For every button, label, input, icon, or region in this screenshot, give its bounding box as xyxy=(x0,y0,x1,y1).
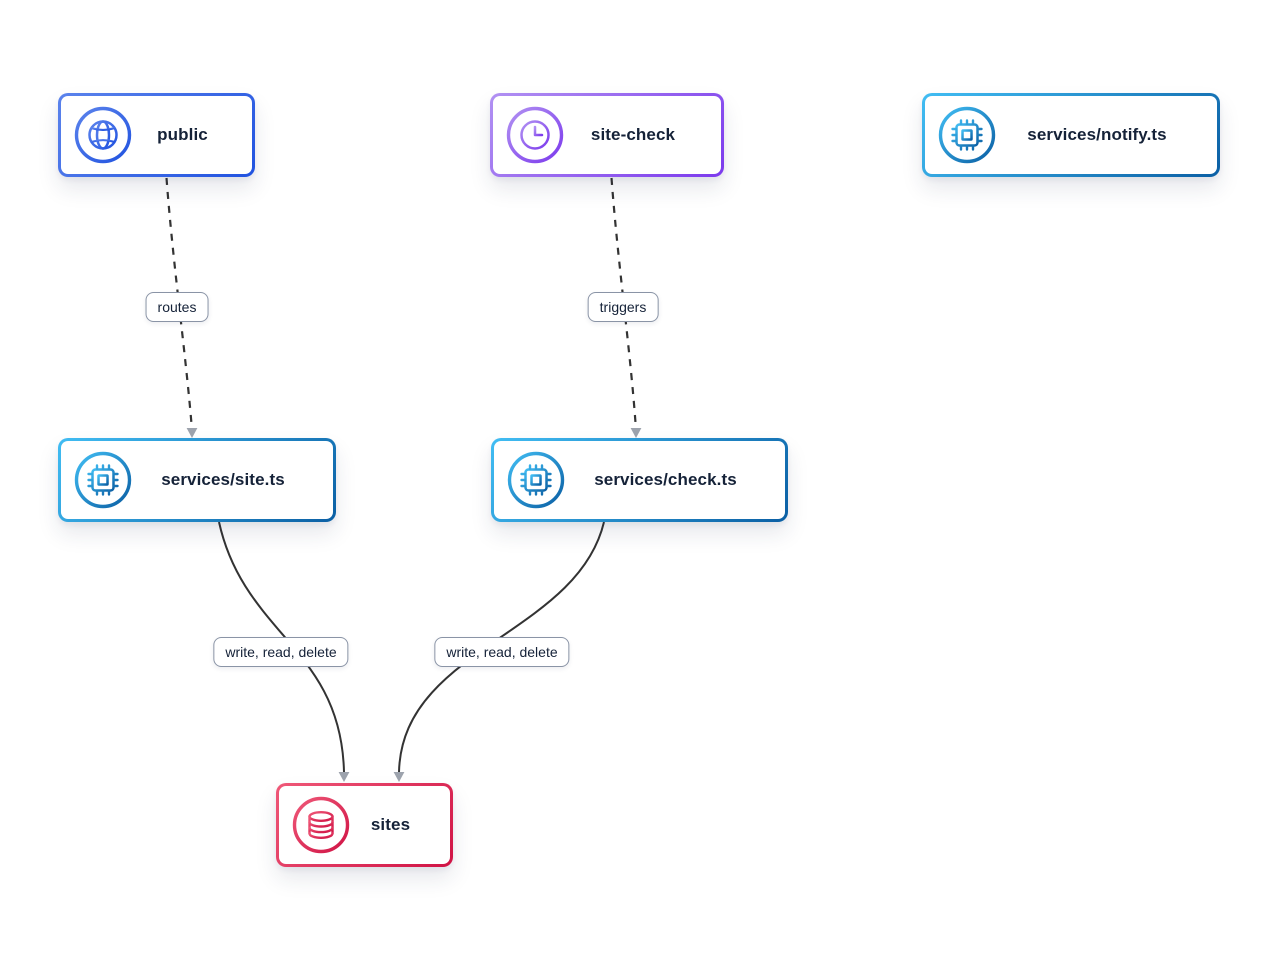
globe-icon xyxy=(73,105,133,165)
node-public: public xyxy=(58,93,255,177)
node-label: site-check xyxy=(590,125,676,144)
edge-label-write-read-delete: write, read, delete xyxy=(213,637,349,667)
node-label: services/notify.ts xyxy=(1027,125,1167,144)
edge-arrowhead xyxy=(630,428,642,438)
node-site-check: site-check xyxy=(490,93,724,177)
chip-icon xyxy=(937,105,997,165)
edge-label-write-read-delete: write, read, delete xyxy=(434,637,570,667)
edge-label-triggers: triggers xyxy=(587,292,659,322)
node-label: services/site.ts xyxy=(161,470,285,489)
edge-arrowhead xyxy=(393,772,405,782)
database-icon xyxy=(291,795,351,855)
node-label: public xyxy=(157,125,208,144)
chip-icon xyxy=(73,450,133,510)
node-label: services/check.ts xyxy=(594,470,737,489)
edge-arrowhead xyxy=(186,428,198,438)
node-label: sites xyxy=(370,815,411,834)
node-services-check: services/check.ts xyxy=(491,438,788,522)
node-services-notify: services/notify.ts xyxy=(922,93,1220,177)
edge-label-routes: routes xyxy=(145,292,209,322)
edge-arrowhead xyxy=(338,772,350,782)
node-services-site: services/site.ts xyxy=(58,438,336,522)
chip-icon xyxy=(506,450,566,510)
clock-icon xyxy=(505,105,565,165)
node-sites: sites xyxy=(276,783,453,867)
